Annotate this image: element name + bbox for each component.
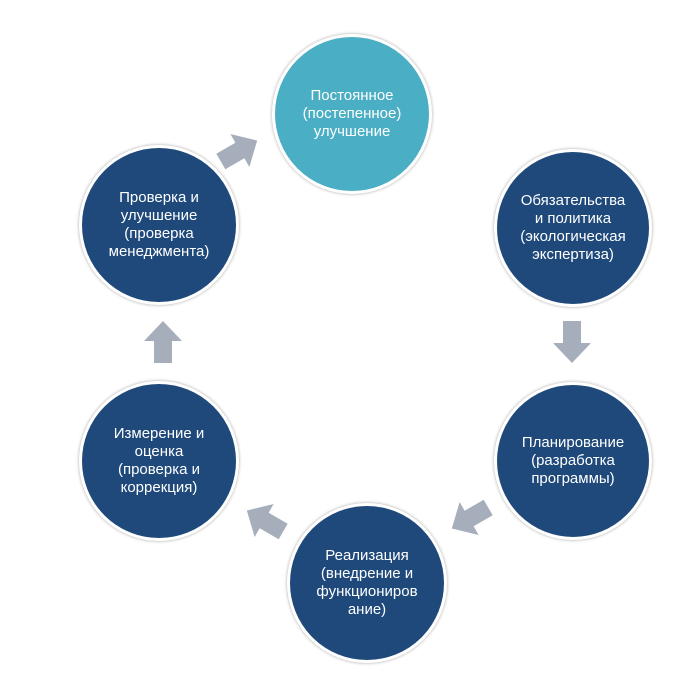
node-planning: Планирование (разработка программы) bbox=[494, 382, 652, 540]
node-review-improvement: Проверка и улучшение (проверка менеджмен… bbox=[79, 145, 239, 305]
node-implementation-label: Реализация (внедрение и функциониров ани… bbox=[316, 547, 418, 618]
node-planning-label: Планирование (разработка программы) bbox=[521, 434, 625, 487]
node-measurement-evaluation: Измерение и оценка (проверка и коррекция… bbox=[79, 381, 239, 541]
node-measurement-evaluation-label: Измерение и оценка (проверка и коррекция… bbox=[113, 425, 205, 496]
node-commitments-policy-label: Обязательства и политика (экологическая … bbox=[520, 192, 626, 263]
arrow-implementation-to-measurement bbox=[246, 504, 288, 540]
node-continuous-improvement: Постоянное (постепенное) улучшение bbox=[272, 34, 432, 194]
node-review-improvement-label: Проверка и улучшение (проверка менеджмен… bbox=[108, 189, 210, 260]
node-commitments-policy: Обязательства и политика (экологическая … bbox=[494, 149, 652, 307]
node-continuous-improvement-label: Постоянное (постепенное) улучшение bbox=[302, 87, 402, 140]
node-implementation: Реализация (внедрение и функциониров ани… bbox=[287, 503, 447, 663]
arrow-review-to-continuous bbox=[216, 134, 258, 170]
arrow-planning-to-implementation bbox=[451, 499, 493, 535]
arrow-measurement-to-review bbox=[144, 321, 182, 363]
arrow-commitments-to-planning bbox=[553, 321, 591, 363]
